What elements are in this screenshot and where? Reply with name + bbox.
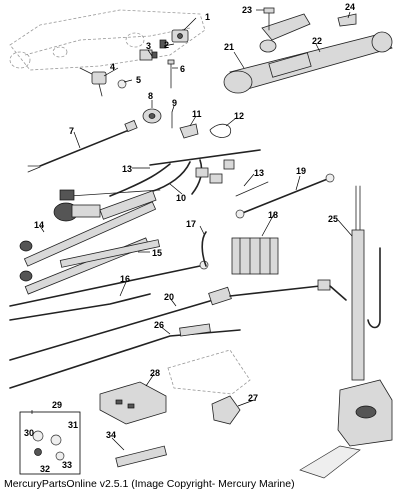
cable-part-26 [9, 323, 241, 389]
callout-11: 11 [192, 109, 202, 119]
callout-30: 30 [24, 428, 34, 438]
callout-12: 12 [234, 111, 244, 121]
cable-part-13 [235, 181, 269, 197]
callout-19: 19 [296, 166, 306, 176]
callout-7: 7 [69, 126, 74, 136]
callout-9: 9 [172, 98, 177, 108]
callout-22: 22 [312, 36, 322, 46]
callout-28: 28 [150, 368, 160, 378]
engine-block-outline [9, 9, 206, 71]
callout-27: 27 [248, 393, 258, 403]
callout-34: 34 [106, 430, 116, 440]
bolt-part-23 [263, 7, 275, 31]
callout-33: 33 [62, 460, 72, 470]
bracket-part-27 [211, 395, 241, 425]
callout-13-cable: 13 [254, 168, 264, 178]
bracket-part-1 [171, 29, 189, 43]
module-part-28 [99, 381, 167, 425]
callout-16: 16 [120, 274, 130, 284]
callout-labels: 1 2 3 4 5 6 7 8 9 10 11 12 13 13 14 15 1… [24, 2, 355, 474]
connector-part-3 [139, 49, 158, 61]
callout-4: 4 [110, 62, 115, 72]
battery-cable-part-19 [235, 173, 335, 219]
wire-tie-part-12 [209, 123, 232, 138]
steering-cylinder-part-22 [223, 31, 393, 94]
hardware-kit-part-29 [19, 411, 81, 475]
clip-part-2 [159, 39, 167, 49]
callout-32: 32 [40, 464, 50, 474]
callout-13-harness: 13 [122, 164, 132, 174]
trim-pump-part-25 [299, 185, 393, 479]
cable-part-16 [9, 260, 209, 321]
leader-lines [31, 9, 353, 451]
callout-1: 1 [205, 12, 210, 22]
harness-part-20 [9, 279, 347, 361]
harness-tube-part-14 [19, 190, 157, 295]
callout-10: 10 [176, 193, 186, 203]
callout-15: 15 [152, 248, 162, 258]
regulator-part-18 [231, 237, 279, 275]
callout-23: 23 [242, 5, 252, 15]
callout-17: 17 [186, 219, 196, 229]
callout-18: 18 [268, 210, 278, 220]
callout-3: 3 [146, 41, 151, 51]
callout-2: 2 [164, 40, 169, 50]
callout-24: 24 [345, 2, 355, 12]
callout-8: 8 [148, 91, 153, 101]
engine-harness-part-10 [59, 149, 261, 201]
callout-5: 5 [136, 75, 141, 85]
callout-29: 29 [52, 400, 62, 410]
callout-21: 21 [224, 42, 234, 52]
image-caption: MercuryPartsOnline v2.5.1 (Image Copyrig… [4, 478, 295, 490]
callout-20: 20 [164, 292, 174, 302]
cable-part-7 [27, 119, 138, 173]
callout-25: 25 [328, 214, 338, 224]
ground-strap-part-17 [201, 231, 207, 267]
clip-part-24 [337, 13, 357, 27]
bracket-outline [167, 349, 251, 395]
tiller-arm-part-21 [259, 13, 311, 53]
callout-31: 31 [68, 420, 78, 430]
bolt-part-6 [167, 59, 175, 89]
sensor-part-4 [79, 67, 107, 97]
callout-6: 6 [180, 64, 185, 74]
bracket-part-11 [179, 123, 199, 139]
grommet-part-8 [142, 108, 162, 124]
callout-14: 14 [34, 220, 44, 230]
tube-part-15 [59, 239, 161, 268]
callout-26: 26 [154, 320, 164, 330]
sleeve-part-34 [115, 445, 167, 468]
o-ring-part-5 [117, 79, 127, 89]
